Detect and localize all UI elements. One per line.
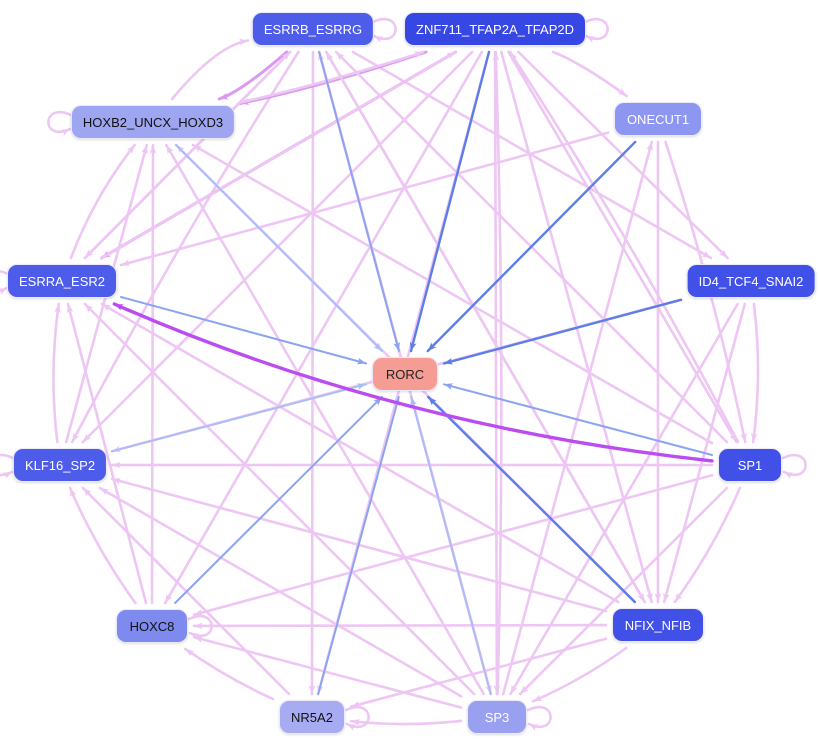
graph-edge-ZNF-HOXC8 — [163, 50, 484, 605]
graph-node-label: SP1 — [737, 457, 763, 473]
graph-edge-SP3-HOXB2 — [165, 143, 485, 696]
graph-edge-NFIX-RORC — [427, 395, 636, 604]
graph-edge-ID4-RORC — [442, 298, 683, 365]
graph-node-HOXB2[interactable]: HOXB2_UNCX_HOXD3 — [70, 105, 236, 139]
graph-edge-ID4-SP1 — [750, 302, 760, 444]
graph-node-label: NFIX_NFIB — [624, 617, 692, 633]
graph-edge-ESRRB-HOXB2 — [217, 50, 289, 101]
graph-node-HOXC8[interactable]: HOXC8 — [116, 609, 188, 643]
graph-node-label: HOXC8 — [129, 618, 175, 634]
graph-node-ONE[interactable]: ONECUT1 — [614, 102, 702, 136]
graph-edge-NR5-HOXC8 — [184, 647, 275, 701]
graph-edge-KLF-KLF — [0, 453, 15, 480]
graph-edge-HOXB2-HOXB2 — [47, 110, 73, 137]
graph-edge-HOXB2-ZNF — [238, 50, 425, 104]
graph-edge-SP1-RORC — [443, 383, 713, 456]
graph-node-RORC[interactable]: RORC — [372, 357, 438, 391]
graph-edge-ESRRB-KLF — [70, 50, 300, 444]
graph-edge-SP3-SP3 — [526, 705, 552, 732]
graph-node-label: RORC — [385, 366, 425, 382]
graph-node-label: ESRRA_ESR2 — [19, 273, 105, 289]
graph-edge-HOXB2-ESRRB — [170, 38, 250, 101]
graph-edge-SP1-HOXB2 — [191, 143, 714, 445]
graph-edge-ESRRA-ESRRB — [83, 50, 292, 260]
graph-edge-ESRRB-NR5 — [308, 50, 316, 696]
graph-node-NR5[interactable]: NR5A2 — [279, 700, 345, 734]
graph-edge-NR5-NR5 — [344, 705, 370, 732]
graph-edge-SP3-HOXC8 — [192, 635, 463, 709]
graph-edge-ESRRB-RORC — [318, 51, 400, 352]
graph-node-label: NR5A2 — [291, 709, 333, 725]
graph-node-label: ESRRB_ESRRG — [263, 21, 363, 37]
graph-edge-NFIX-SP3 — [531, 646, 628, 703]
graph-edge-SP3-NR5 — [349, 718, 463, 726]
graph-node-ESRRA[interactable]: ESRRA_ESR2 — [7, 264, 117, 298]
graph-node-ID4[interactable]: ID4_TCF4_SNAI2 — [686, 264, 816, 298]
graph-edge-ESRRA-RORC — [120, 296, 367, 365]
graph-edge-SP3-ONE — [501, 140, 654, 696]
graph-node-SP3[interactable]: SP3 — [467, 700, 527, 734]
graph-edge-HOXB2-RORC — [175, 144, 383, 352]
graph-node-ESRRB[interactable]: ESRRB_ESRRG — [251, 12, 375, 46]
graph-node-label: HOXB2_UNCX_HOXD3 — [82, 114, 224, 130]
graph-edge-SP1-SP1 — [781, 453, 807, 480]
graph-node-label: KLF16_SP2 — [24, 457, 96, 473]
graph-edge-NFIX-ESRRA — [100, 302, 620, 604]
graph-edge-ZNF-SP3 — [493, 50, 501, 696]
graph-edge-ESRRB-ID4 — [351, 50, 713, 260]
graph-edge-ZNF-ONE — [551, 50, 628, 98]
graph-edge-SP1-ESRRA — [112, 302, 714, 463]
graph-edge-ONE-ESRRA — [119, 131, 610, 267]
graph-node-label: ZNF711_TFAP2A_TFAP2D — [416, 21, 574, 37]
graph-edge-SP3-ZNF — [492, 50, 503, 696]
graph-node-label: ID4_TCF4_SNAI2 — [698, 273, 804, 289]
graph-edge-SP1-NFIX — [673, 486, 742, 604]
graph-node-label: SP3 — [484, 709, 510, 725]
graph-node-NFIX[interactable]: NFIX_NFIB — [612, 608, 704, 642]
graph-edge-KLF-RORC — [111, 383, 367, 453]
graph-node-ZNF[interactable]: ZNF711_TFAP2A_TFAP2D — [404, 12, 586, 46]
graph-edge-NFIX-ESRRB — [325, 50, 646, 604]
graph-edge-ESRRA-HOXB2 — [69, 143, 136, 260]
graph-edge-SP3-KLF — [98, 486, 463, 698]
graph-edge-HOXC8-KLF — [68, 486, 137, 605]
graph-edge-SP1-HOXC8 — [192, 473, 714, 616]
graph-edge-ESRRA-ZNF — [100, 50, 457, 260]
graph-edge-HOXC8-HOXC8 — [187, 614, 213, 641]
graph-edge-HOXC8-HOXB2 — [149, 143, 157, 605]
graph-edge-ZNF-ZNF — [583, 17, 609, 44]
graph-edge-ESRRB-ESRRB — [371, 17, 397, 44]
graph-edge-NFIX-NR5 — [349, 637, 608, 708]
graph-edge-HOXC8-RORC — [174, 396, 383, 604]
graph-node-label: ONECUT1 — [626, 111, 690, 127]
graph-node-KLF[interactable]: KLF16_SP2 — [12, 448, 108, 482]
graph-node-SP1[interactable]: SP1 — [718, 448, 782, 482]
graph-edge-KLF-ESRRA — [52, 302, 61, 444]
graph-edge-SP1-ZNF — [508, 50, 740, 444]
graph-edge-NFIX-HOXC8 — [192, 622, 608, 630]
graph-edge-ONE-RORC — [426, 140, 637, 353]
graph-edge-HOXC8-ESRRA — [66, 302, 148, 605]
graph-edge-NR5-RORC — [317, 396, 400, 695]
graph-edge-ZNF-RORC — [409, 50, 491, 353]
graph-edge-SP3-RORC — [410, 396, 492, 695]
